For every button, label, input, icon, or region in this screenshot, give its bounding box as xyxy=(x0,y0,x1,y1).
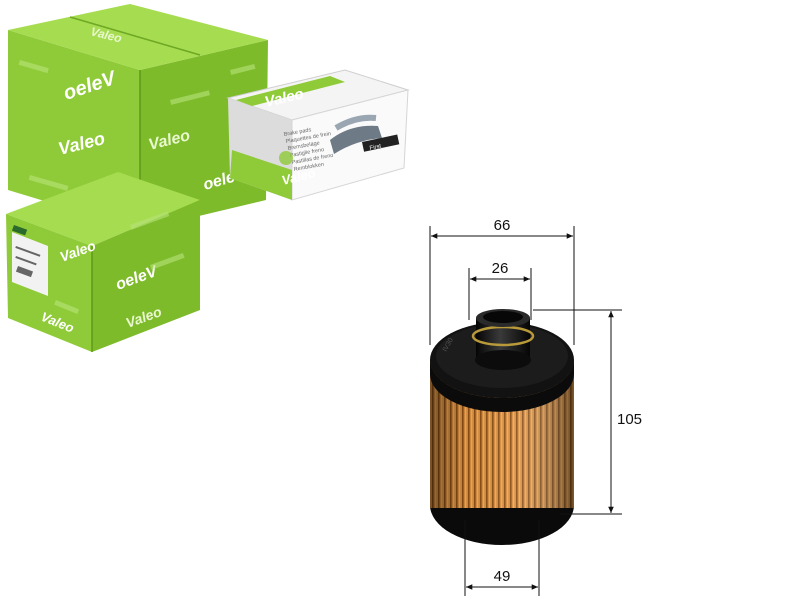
pad-box-tag: First xyxy=(369,144,382,152)
dimension-annotations xyxy=(429,226,622,596)
dimension-labels: 66 26 105 49 xyxy=(492,217,642,585)
pad-box-line: Brake pads xyxy=(283,127,312,138)
brake-pad-icon xyxy=(330,125,382,154)
dim-label-bottom: 49 xyxy=(494,568,511,585)
dim-label-height: 105 xyxy=(617,411,642,428)
large-box: oeleV Valeo Valeo oeleV Valeo xyxy=(8,4,268,230)
pad-box-line: Pastiglie freno xyxy=(289,147,324,159)
pad-box-line: Remblokken xyxy=(293,162,324,173)
brake-pad-box: Valeo Valeo Brake pads Plaquettes de fre… xyxy=(226,69,410,201)
small-box: Valeo oeleV Valeo Valeo xyxy=(6,172,200,352)
dim-label-top-outer: 66 xyxy=(494,217,511,234)
pad-box-line: Bremsbeläge xyxy=(287,140,320,152)
packaging-group: oeleV Valeo Valeo oeleV Valeo Valeo Vale… xyxy=(6,4,410,352)
dim-label-neck: 26 xyxy=(492,260,509,277)
oil-filter: IV30 xyxy=(430,309,574,545)
